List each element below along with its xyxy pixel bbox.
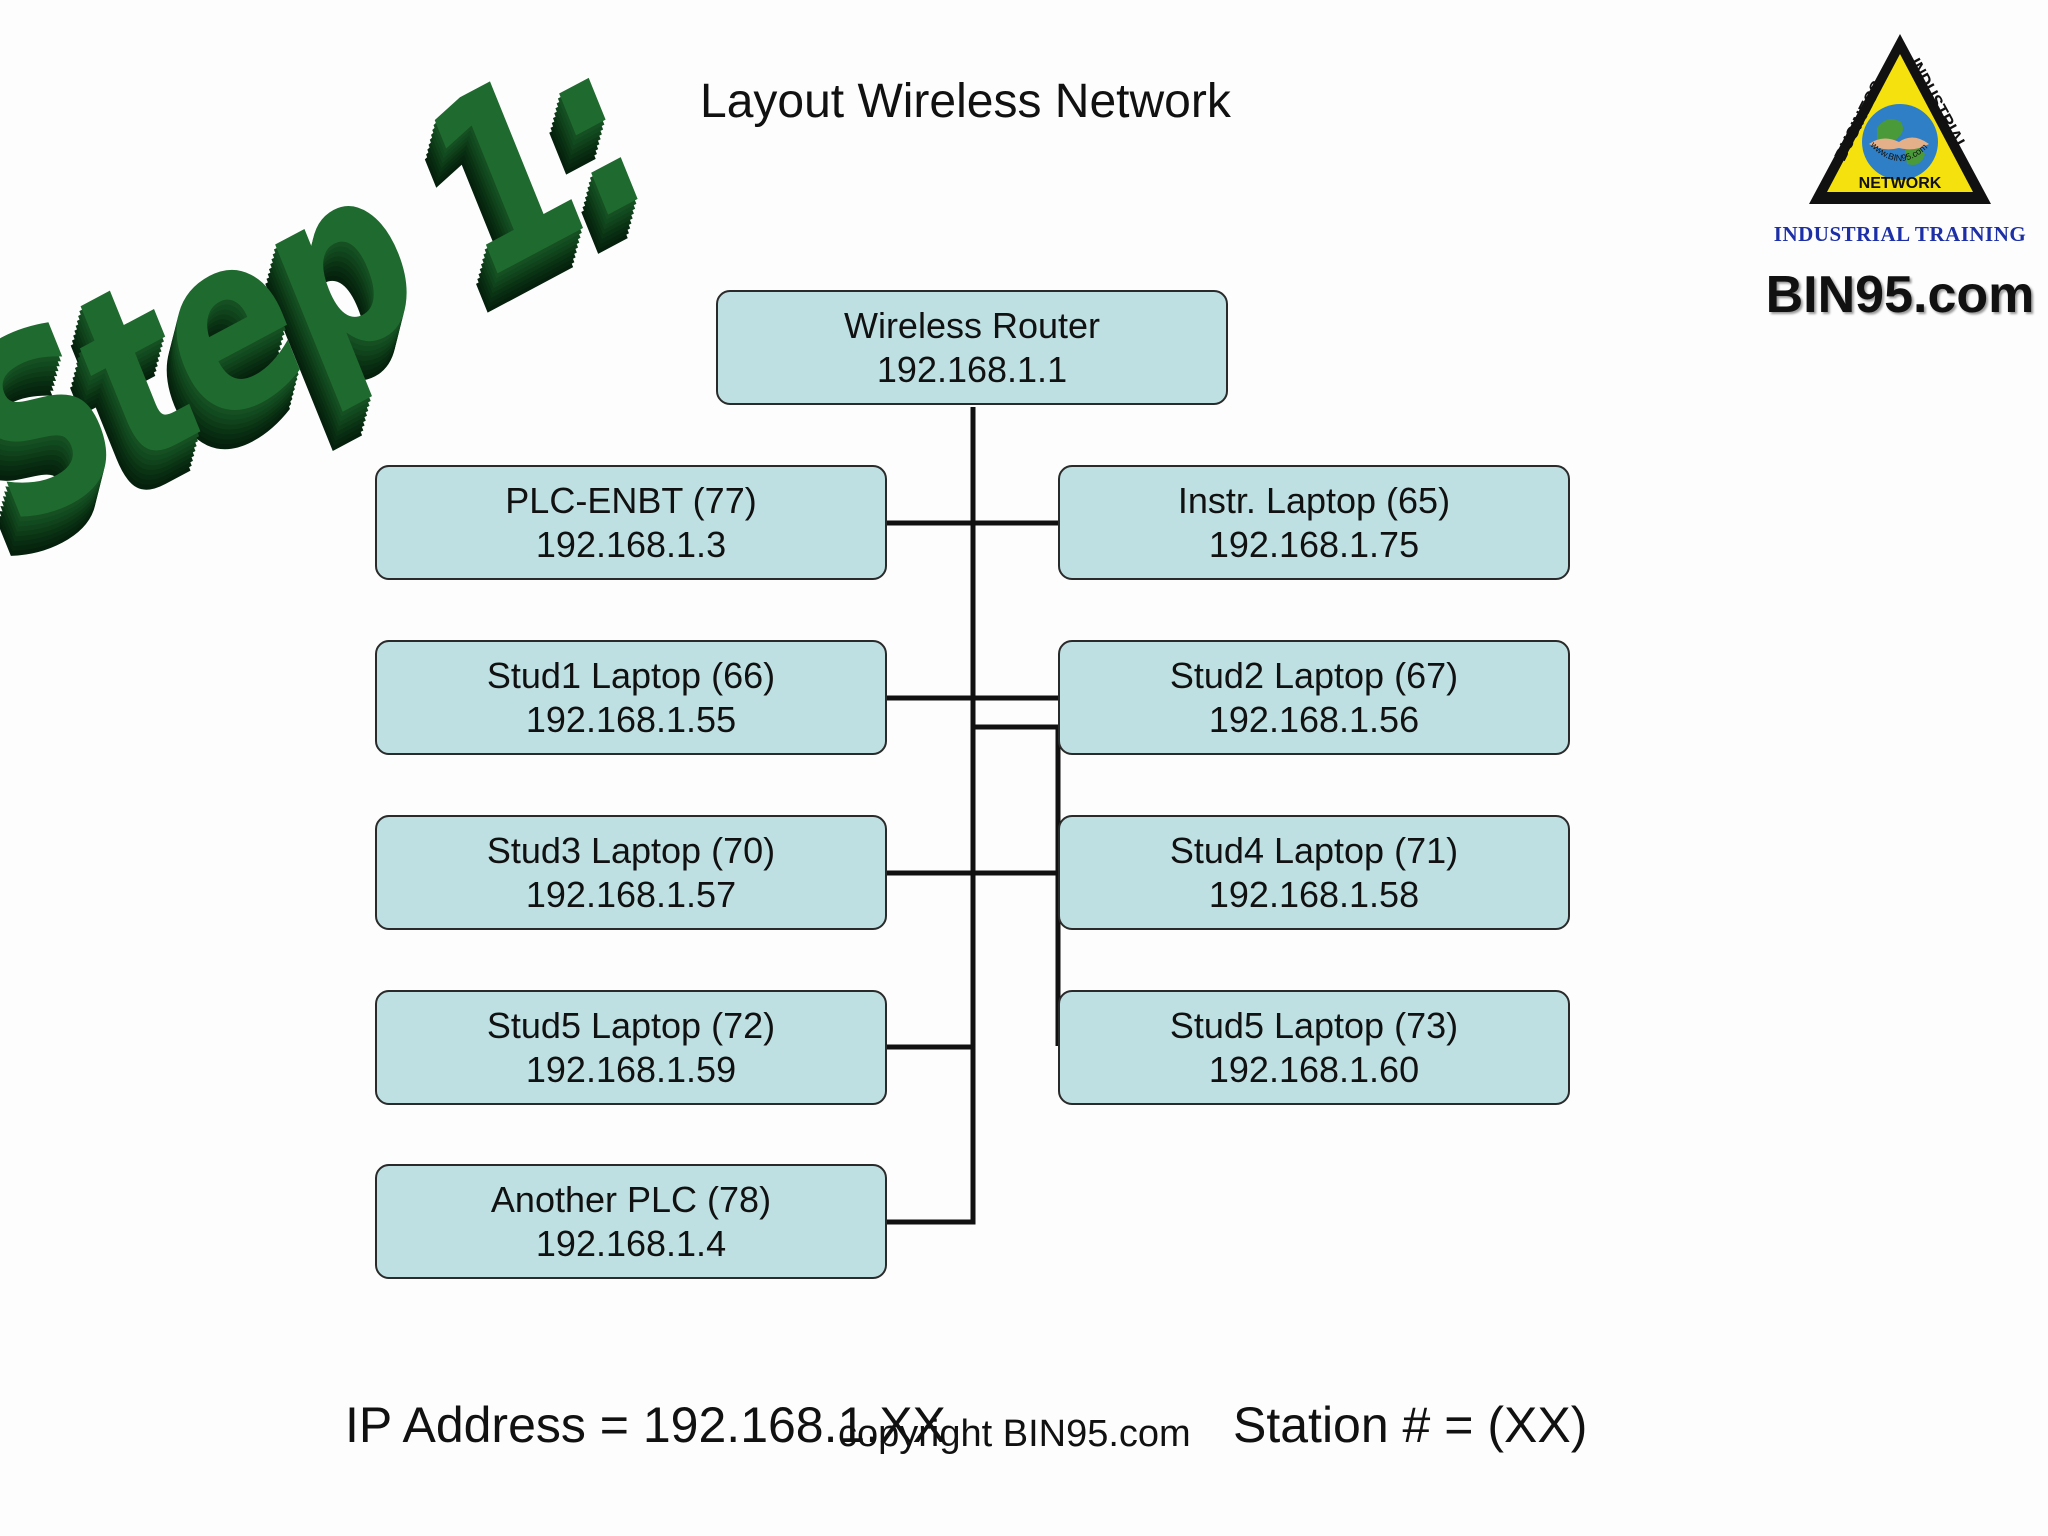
- node-name: Wireless Router: [843, 304, 1101, 346]
- logo-tagline: INDUSTRIAL TRAINING: [1773, 222, 2027, 246]
- node-ip: 192.168.1.4: [535, 1222, 727, 1264]
- node-name: Stud3 Laptop (70): [486, 829, 776, 871]
- bin95-logo: BUSINESS INDUSTRIAL www.BIN95.com NETWOR…: [1755, 30, 2045, 325]
- node-instr-laptop: Instr. Laptop (65) 192.168.1.75: [1058, 465, 1570, 580]
- node-stud1-laptop: Stud1 Laptop (66) 192.168.1.55: [375, 640, 887, 755]
- node-another-plc: Another PLC (78) 192.168.1.4: [375, 1164, 887, 1279]
- node-name: Stud2 Laptop (67): [1169, 654, 1459, 696]
- handshake-icon: [1869, 137, 1929, 150]
- ip-address-formula: IP Address = 192.168.1.XX: [345, 1397, 946, 1453]
- logo-ring-bottom: NETWORK: [1859, 175, 1942, 192]
- node-stud4-laptop: Stud4 Laptop (71) 192.168.1.58: [1058, 815, 1570, 930]
- node-ip: 192.168.1.55: [525, 698, 737, 740]
- node-ip: 192.168.1.75: [1208, 523, 1420, 565]
- node-name: Stud1 Laptop (66): [486, 654, 776, 696]
- copyright-notice: copyright BIN95.com: [838, 1413, 1191, 1455]
- node-ip: 192.168.1.3: [535, 523, 727, 565]
- node-ip: 192.168.1.60: [1208, 1048, 1420, 1090]
- node-stud3-laptop: Stud3 Laptop (70) 192.168.1.57: [375, 815, 887, 930]
- node-name: Stud5 Laptop (72): [486, 1004, 776, 1046]
- node-ip: 192.168.1.58: [1208, 873, 1420, 915]
- node-plc-enbt: PLC-ENBT (77) 192.168.1.3: [375, 465, 887, 580]
- logo-brand: BIN95.com: [1765, 266, 2035, 324]
- node-stud2-laptop: Stud2 Laptop (67) 192.168.1.56: [1058, 640, 1570, 755]
- node-name: PLC-ENBT (77): [505, 479, 757, 521]
- node-stud5-laptop-73: Stud5 Laptop (73) 192.168.1.60: [1058, 990, 1570, 1105]
- station-number-formula: Station # = (XX): [1233, 1397, 1588, 1453]
- node-name: Stud4 Laptop (71): [1169, 829, 1459, 871]
- node-name: Instr. Laptop (65): [1177, 479, 1451, 521]
- slide-title: Layout Wireless Network: [700, 75, 1231, 128]
- node-name: Another PLC (78): [490, 1178, 772, 1220]
- link-right-branch: [973, 724, 1061, 1046]
- node-ip: 192.168.1.56: [1208, 698, 1420, 740]
- link-another-plc: [887, 1218, 976, 1225]
- node-ip: 192.168.1.59: [525, 1048, 737, 1090]
- node-wireless-router: Wireless Router 192.168.1.1: [716, 290, 1228, 405]
- node-name: Stud5 Laptop (73): [1169, 1004, 1459, 1046]
- node-stud5-laptop-72: Stud5 Laptop (72) 192.168.1.59: [375, 990, 887, 1105]
- network-triangle-logo: BUSINESS INDUSTRIAL www.BIN95.com NETWOR…: [1809, 34, 1991, 204]
- node-ip: 192.168.1.57: [525, 873, 737, 915]
- node-ip: 192.168.1.1: [876, 348, 1068, 390]
